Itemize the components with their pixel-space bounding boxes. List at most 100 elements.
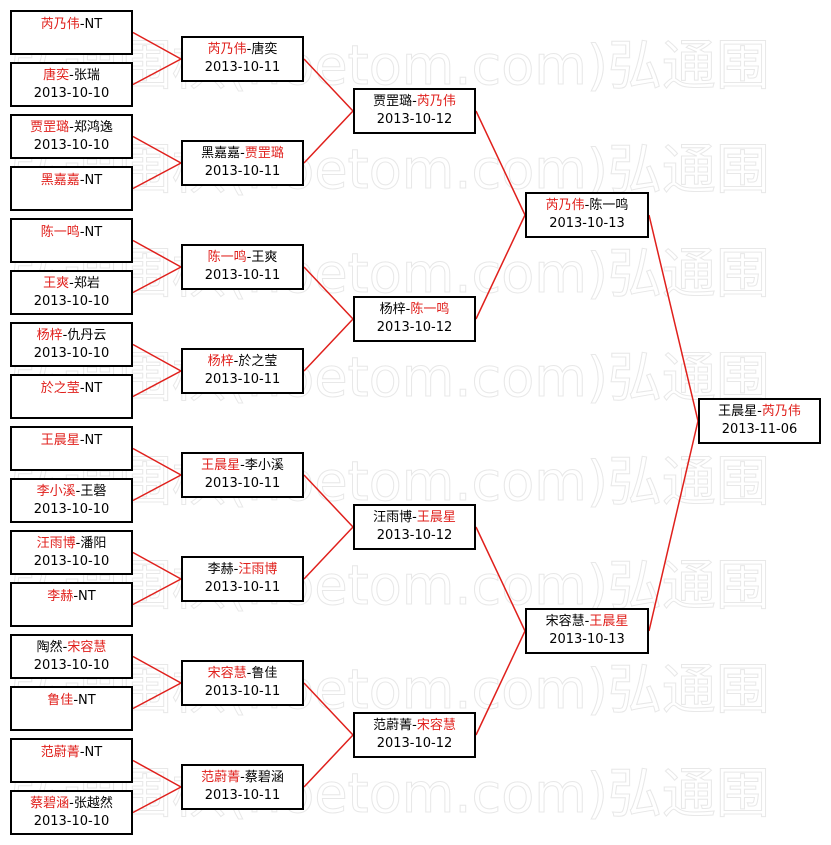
player-1: 芮乃伟: [40, 17, 80, 32]
connector-line: [132, 370, 182, 398]
match-players: 范蔚菁-NT: [41, 744, 102, 762]
player-2: 王磬: [80, 483, 107, 499]
player-separator: -: [69, 67, 74, 83]
player-separator: -: [69, 795, 74, 811]
player-separator: -: [246, 250, 252, 265]
match-date: 2013-10-12: [376, 112, 453, 127]
match-players: 芮乃伟-唐奕: [208, 41, 278, 59]
match-players: 芮乃伟-陈一鸣: [546, 197, 629, 215]
match-players: 王爽-郑岩: [43, 275, 100, 293]
player-separator: -: [75, 535, 81, 551]
match-box-r1m1: 芮乃伟-NT: [10, 10, 133, 55]
connector-line: [132, 578, 182, 606]
match-date: 2013-10-10: [33, 657, 110, 673]
match-players: 於之莹-NT: [41, 380, 102, 398]
match-players: 唐奕-张瑞: [43, 67, 100, 85]
player-1: 王晨星: [718, 404, 758, 419]
match-date: 2013-10-12: [376, 320, 453, 335]
match-players: 陈一鸣-王爽: [208, 249, 278, 267]
player-1: 王晨星: [40, 433, 80, 448]
player-2: 芮乃伟: [761, 404, 801, 419]
player-separator: -: [62, 327, 68, 343]
match-players: 杨梓-陈一鸣: [380, 301, 450, 319]
match-date: 2013-10-10: [33, 345, 110, 361]
player-2: 陈一鸣: [410, 302, 450, 317]
match-date: 2013-10-10: [33, 293, 110, 309]
match-players: 宋容慧-王晨星: [546, 613, 629, 631]
match-date: 2013-10-12: [376, 528, 453, 543]
connector-line: [303, 266, 354, 320]
player-1: 宋容慧: [207, 666, 247, 681]
match-box-r1m4: 黑嘉嘉-NT: [10, 166, 133, 211]
player-separator: -: [757, 404, 762, 419]
match-players: 贾罡璐-芮乃伟: [373, 93, 456, 111]
match-date: 2013-10-10: [33, 553, 110, 569]
match-date: 2013-10-11: [204, 60, 281, 75]
watermark-text: 弘通围棋(hoetom.com)弘通围: [10, 34, 770, 97]
player-separator: -: [73, 589, 79, 604]
player-2: 潘阳: [80, 535, 107, 551]
match-players: 杨梓-於之莹: [208, 353, 278, 371]
player-2: 贾罡璐: [244, 146, 284, 161]
match-players: 杨梓-仇丹云: [37, 327, 107, 345]
connector-line: [132, 682, 182, 710]
player-separator: -: [73, 693, 79, 708]
connector-line: [132, 239, 182, 268]
player-1: 杨梓: [207, 354, 234, 369]
match-players: 汪雨博-潘阳: [37, 535, 107, 553]
connector-line: [475, 214, 526, 320]
player-2: 王晨星: [416, 510, 456, 525]
connector-line: [132, 551, 182, 580]
match-players: 李赫-NT: [47, 588, 95, 606]
player-2: 仇丹云: [67, 327, 107, 343]
match-date: 2013-10-11: [204, 476, 281, 491]
player-1: 贾罡璐: [30, 119, 70, 135]
player-separator: -: [79, 173, 85, 188]
watermark-text: 弘通围棋(hoetom.com)弘通围: [10, 658, 770, 721]
player-separator: -: [412, 94, 417, 109]
player-1: 王爽: [43, 275, 70, 291]
player-separator: -: [405, 302, 411, 317]
connector-line: [132, 162, 182, 190]
player-separator: -: [246, 666, 252, 681]
player-1: 李赫: [207, 562, 234, 577]
player-2: 陈一鸣: [589, 198, 629, 213]
player-separator: -: [412, 510, 417, 525]
match-players: 陶然-宋容慧: [37, 639, 107, 657]
player-2: 张瑞: [73, 67, 100, 83]
player-2: 唐奕: [251, 42, 278, 57]
player-2: NT: [84, 433, 103, 448]
player-2: 鲁佳: [251, 666, 278, 681]
connector-line: [132, 474, 182, 502]
match-box-r1m9: 王晨星-NT: [10, 426, 133, 471]
connector-line: [132, 31, 182, 60]
connector-line: [132, 58, 182, 86]
player-separator: -: [246, 42, 252, 57]
match-box-r1m12: 李赫-NT: [10, 582, 133, 627]
player-separator: -: [69, 119, 74, 135]
player-2: 郑岩: [73, 275, 100, 291]
player-separator: -: [233, 354, 239, 369]
match-date: 2013-10-10: [33, 813, 110, 829]
player-1: 於之莹: [40, 381, 80, 396]
player-1: 王晨星: [201, 458, 241, 473]
match-date: 2013-10-13: [549, 632, 625, 647]
match-players: 王晨星-李小溪: [201, 457, 284, 475]
player-separator: -: [79, 433, 85, 448]
match-players: 王晨星-芮乃伟: [718, 403, 801, 421]
watermark-text: 弘通围棋(hoetom.com)弘通围: [10, 450, 770, 513]
player-2: 王晨星: [589, 614, 629, 629]
match-date: 2013-10-11: [204, 580, 281, 595]
player-separator: -: [79, 17, 85, 32]
